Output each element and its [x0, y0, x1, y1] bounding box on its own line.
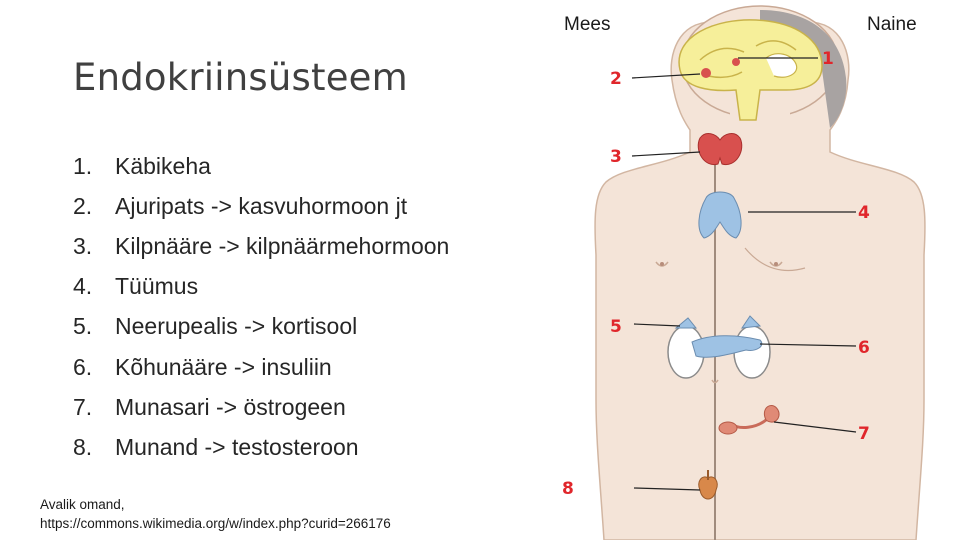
marker-labels: 1 2 3 4 5 6 7 8 [562, 49, 870, 499]
marker-6: 6 [858, 338, 870, 358]
thyroid-icon [697, 133, 743, 166]
marker-3: 3 [610, 147, 622, 167]
pineal-icon [732, 58, 740, 66]
ovary-icon [718, 405, 780, 435]
list-item: 4.Tüümus [73, 273, 199, 300]
marker-4: 4 [858, 203, 870, 223]
pancreas-icon [691, 335, 763, 358]
marker-8: 8 [562, 479, 574, 499]
list-item: 5.Neerupealis -> kortisool [73, 313, 358, 340]
marker-7: 7 [858, 424, 870, 444]
marker-5: 5 [610, 317, 622, 337]
list-item: 8.Munand -> testosteroon [73, 433, 359, 460]
pituitary-icon [701, 68, 711, 78]
list-item: 7.Munasari -> östrogeen [73, 393, 346, 420]
testis-icon [698, 476, 718, 500]
credit-url[interactable]: https://commons.wikimedia.org/w/index.ph… [40, 516, 391, 531]
kidneys-icon [667, 315, 771, 379]
label-female: Naine [867, 14, 917, 35]
endocrine-diagram: 1 2 3 4 5 6 7 8 [562, 5, 926, 540]
marker-1: 1 [822, 49, 834, 69]
brain [678, 19, 823, 121]
page-title: Endokriinsüsteem [73, 56, 408, 99]
gland-list: 1.Käbikeha 2.Ajuripats -> kasvuhormoon j… [73, 146, 449, 468]
list-item: 1.Käbikeha [73, 152, 211, 179]
marker-2: 2 [610, 69, 622, 89]
label-male: Mees [564, 14, 611, 35]
pointer-lines [631, 57, 857, 491]
thymus-icon [698, 191, 742, 239]
credit-line: Avalik omand, [40, 497, 125, 512]
adrenal-icon [674, 317, 698, 329]
image-credit: Avalik omand, https://commons.wikimedia.… [40, 495, 391, 533]
list-item: 2.Ajuripats -> kasvuhormoon jt [73, 192, 408, 219]
list-item: 3.Kilpnääre -> kilpnäärmehormoon [73, 232, 450, 259]
list-item: 6.Kõhunääre -> insuliin [73, 353, 332, 380]
